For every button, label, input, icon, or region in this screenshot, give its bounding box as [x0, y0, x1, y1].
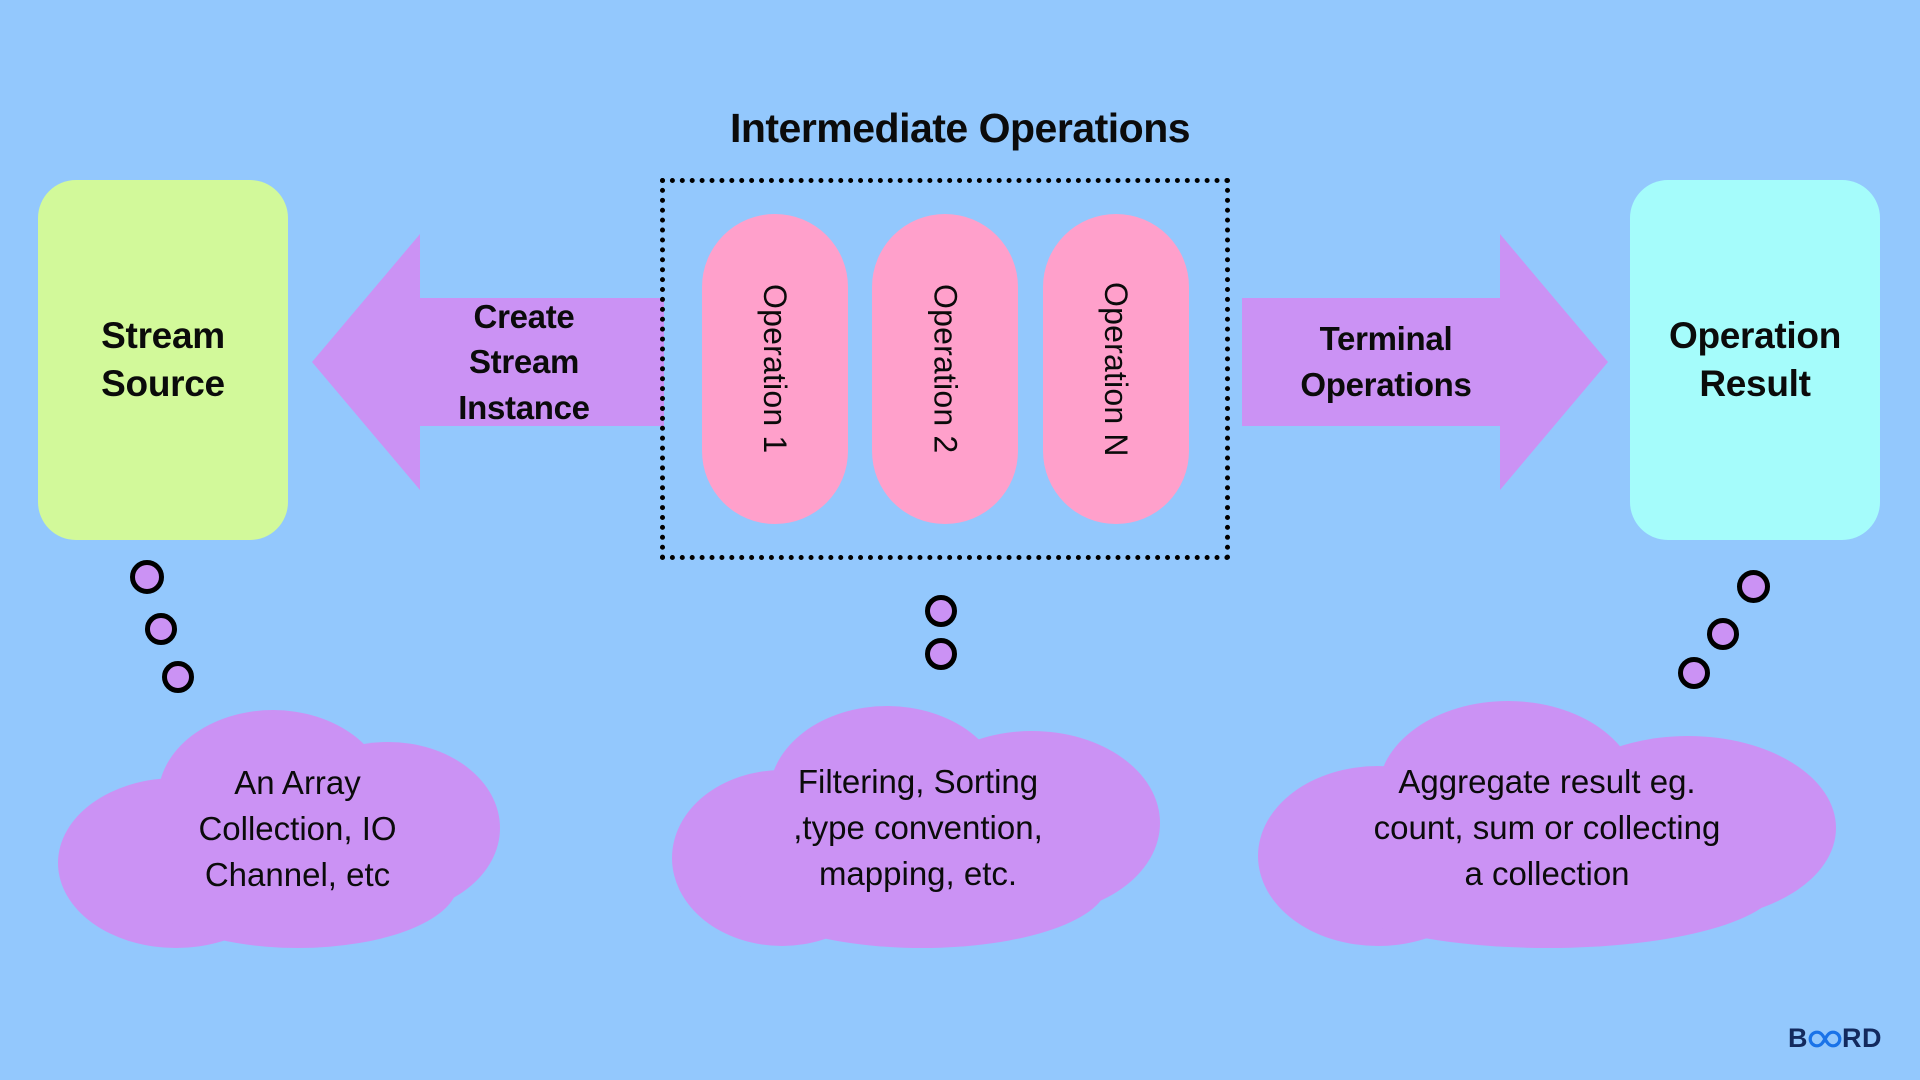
terminal-operations-arrow: Terminal Operations: [1242, 178, 1608, 546]
operation-pill-2[interactable]: Operation 2: [872, 214, 1018, 524]
thought-dot-right-1: [1737, 570, 1770, 603]
thought-dot-left-3: [162, 661, 194, 693]
cloud-operation-result: Aggregate result eg. count, sum or colle…: [1258, 688, 1836, 948]
operation-n-label: Operation N: [1098, 281, 1134, 457]
operation-result-box: Operation Result: [1630, 180, 1880, 540]
cloud-right-shape: [1258, 701, 1836, 948]
thought-dot-left-1: [130, 560, 164, 594]
logo-prefix: B: [1788, 1023, 1808, 1053]
stream-source-label: Stream Source: [101, 312, 225, 408]
operation-result-label-line2: Result: [1699, 363, 1811, 404]
operation-pill-n[interactable]: Operation N: [1042, 214, 1189, 524]
operation-result-label: Operation Result: [1669, 312, 1841, 408]
stream-source-label-line2: Source: [101, 363, 225, 404]
operation-2-label: Operation 2: [927, 284, 964, 454]
logo-suffix: RD: [1842, 1023, 1882, 1053]
infinity-icon: [1808, 1029, 1842, 1049]
intermediate-operations-container: Operation 1 Operation 2 Operation N: [660, 178, 1230, 560]
page-title: Intermediate Operations: [729, 105, 1191, 151]
thought-dot-right-3: [1678, 657, 1710, 689]
create-stream-instance-arrow: Create Stream Instance: [312, 178, 664, 546]
cloud-stream-source: An Array Collection, IO Channel, etc: [58, 688, 503, 948]
board-logo: B RD: [1788, 1023, 1882, 1054]
stream-source-box: Stream Source: [38, 180, 288, 540]
cloud-mid-shape: [672, 706, 1160, 948]
cloud-intermediate-operations: Filtering, Sorting ,type convention, map…: [672, 688, 1164, 948]
thought-dot-middle-1: [925, 595, 957, 627]
operation-result-label-line1: Operation: [1668, 314, 1842, 356]
cloud-left-shape: [58, 710, 500, 948]
operation-pill-1[interactable]: Operation 1: [701, 214, 848, 524]
thought-dot-middle-2: [925, 638, 957, 670]
thought-dot-right-2: [1707, 618, 1739, 650]
arrow-right-shape: [1242, 234, 1608, 490]
arrow-left-shape: [312, 234, 664, 490]
stream-source-label-line1: Stream: [101, 314, 225, 356]
intermediate-operations-list: Operation 1 Operation 2 Operation N: [665, 183, 1225, 555]
operation-1-label: Operation 1: [757, 284, 793, 454]
thought-dot-left-2: [145, 613, 177, 645]
